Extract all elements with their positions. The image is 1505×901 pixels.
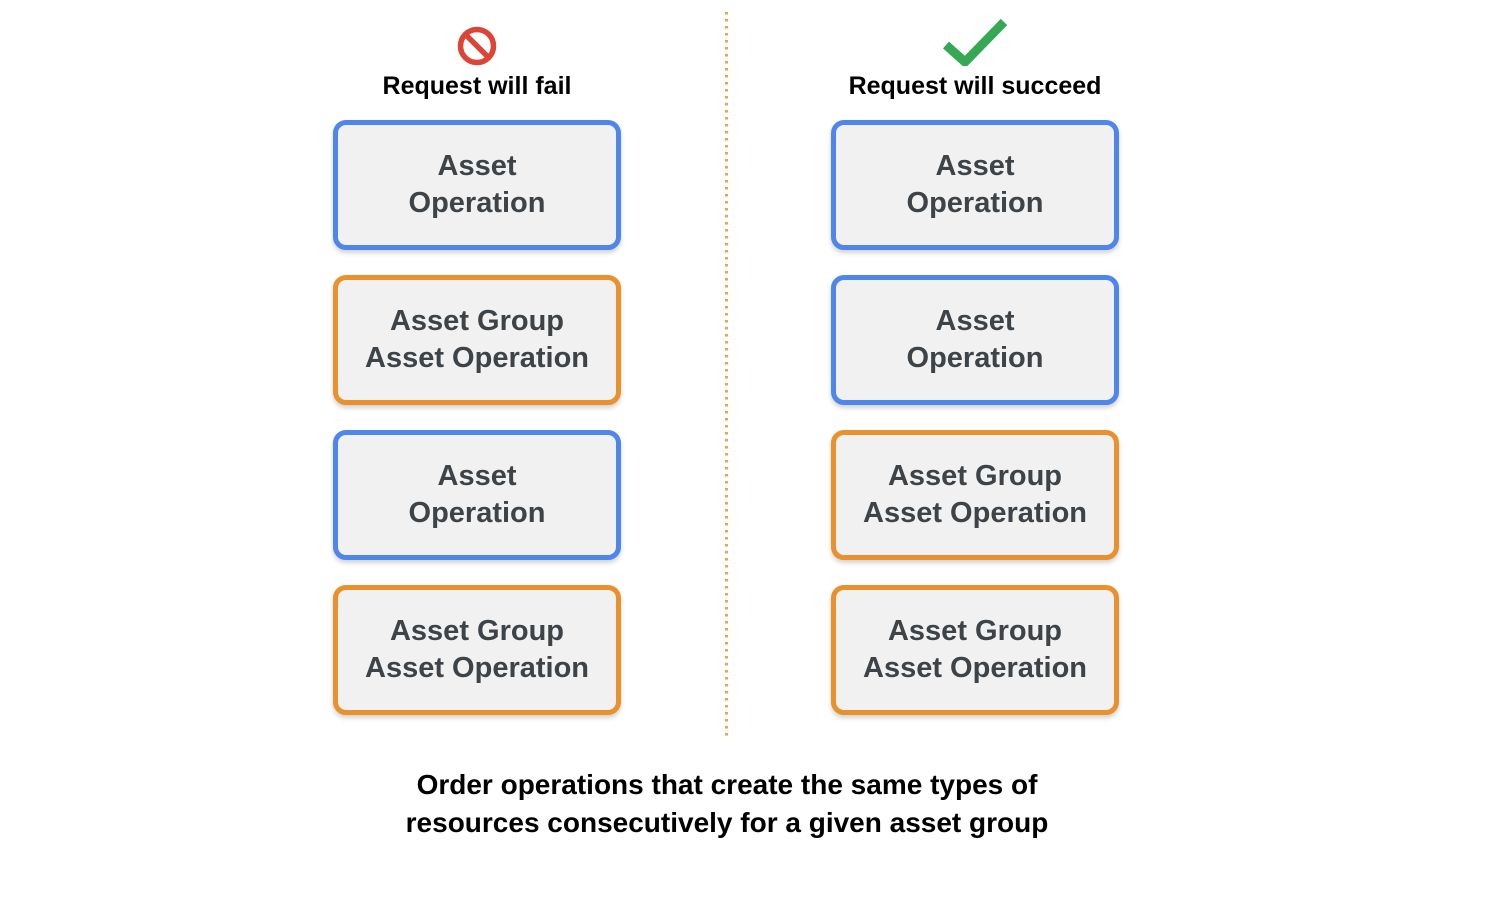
asset-group-asset-operation-box: Asset Group Asset Operation [333, 275, 621, 405]
diagram-caption: Order operations that create the same ty… [405, 769, 1049, 838]
box-label: Asset Group Asset Operation [863, 460, 1087, 529]
box-label: Asset Group Asset Operation [365, 305, 589, 374]
asset-group-asset-operation-box: Asset Group Asset Operation [333, 585, 621, 715]
asset-operation-box: Asset Operation [831, 120, 1119, 250]
box-label: Asset Operation [408, 150, 546, 219]
succeed-column: Request will succeed Asset Operation Ass… [831, 14, 1119, 715]
succeed-column-title: Request will succeed [848, 72, 1102, 100]
prohibition-icon [457, 14, 497, 66]
fail-column: Request will fail Asset Operation Asset … [333, 14, 621, 715]
asset-group-asset-operation-box: Asset Group Asset Operation [831, 585, 1119, 715]
box-label: Asset Group Asset Operation [863, 615, 1087, 684]
asset-group-asset-operation-box: Asset Group Asset Operation [831, 430, 1119, 560]
column-divider [725, 12, 728, 738]
box-label: Asset Operation [906, 150, 1044, 219]
box-label: Asset Operation [408, 460, 546, 529]
asset-operation-box: Asset Operation [831, 275, 1119, 405]
box-label: Asset Operation [906, 305, 1044, 374]
checkmark-icon [941, 14, 1009, 66]
asset-operation-box: Asset Operation [333, 430, 621, 560]
asset-operation-box: Asset Operation [333, 120, 621, 250]
box-label: Asset Group Asset Operation [365, 615, 589, 684]
fail-column-title: Request will fail [382, 72, 572, 100]
